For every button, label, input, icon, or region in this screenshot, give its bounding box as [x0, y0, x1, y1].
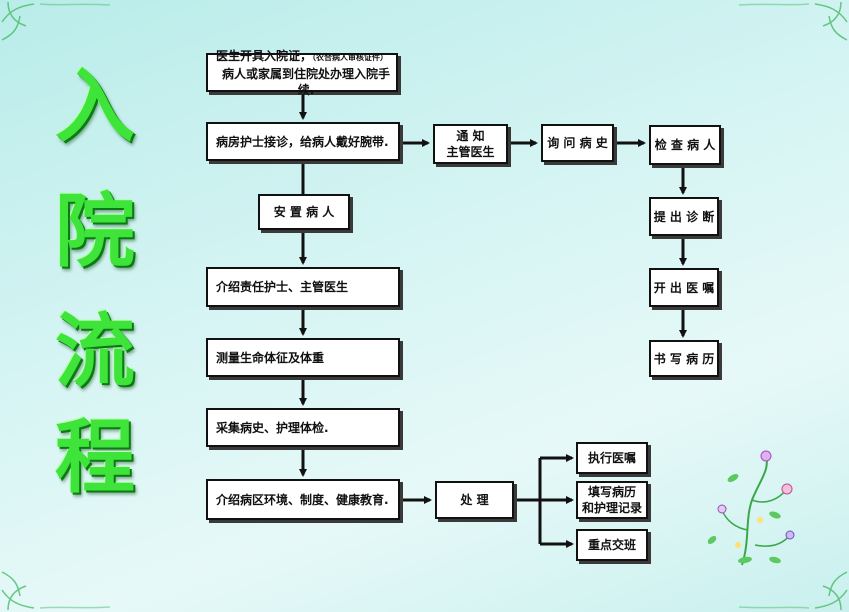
box-write-records: 书 写 病 历: [649, 340, 719, 377]
box-doctor-issue-line2: 病人或家属到住院处办理入院手续.: [221, 66, 390, 97]
title-char-3: 流: [55, 305, 135, 398]
box-handle: 处 理: [435, 481, 514, 519]
box-inquire-history: 询 问 病 史: [541, 124, 614, 162]
box-write-nursing-line2: 和护理记录: [581, 501, 642, 515]
box-examine-patient: 检 查 病 人: [649, 125, 721, 165]
title-char-2: 院: [55, 185, 135, 278]
box-notify-doctor: 通 知 主管医生: [433, 124, 508, 164]
box-notify-doctor-line1: 通 知: [456, 129, 485, 143]
title-char-4: 程: [55, 411, 135, 504]
box-orders: 开 出 医 嘱: [649, 268, 719, 307]
box-execute-orders: 执行医嘱: [576, 442, 648, 474]
flower-vine-icon: [707, 450, 795, 566]
box-doctor-issue-note: （农合病人审核证件）: [312, 52, 389, 62]
box-write-nursing: 填写病历 和护理记录: [576, 481, 648, 519]
box-doctor-issue-line1: 医生开具入院证，: [216, 48, 313, 63]
box-write-nursing-line1: 填写病历: [587, 485, 636, 499]
box-doctor-issue: 医生开具入院证，（农合病人审核证件） 病人或家属到住院处办理入院手续.: [206, 49, 398, 97]
box-introduce-staff: 介绍责任护士、主管医生: [206, 267, 400, 307]
box-nurse-receive: 病房护士接诊，给病人戴好腕带.: [206, 122, 400, 161]
box-diagnosis: 提 出 诊 断: [649, 197, 719, 236]
box-notify-doctor-line2: 主管医生: [446, 145, 495, 159]
title-char-1: 入: [55, 60, 135, 153]
box-measure-vitals: 测量生命体征及体重: [206, 338, 400, 377]
box-introduce-ward: 介绍病区环境、制度、健康教育.: [206, 479, 400, 520]
box-collect-history: 采集病史、护理体检.: [206, 408, 400, 447]
box-handover: 重点交班: [576, 529, 648, 561]
box-settle-patient: 安 置 病 人: [258, 194, 350, 230]
